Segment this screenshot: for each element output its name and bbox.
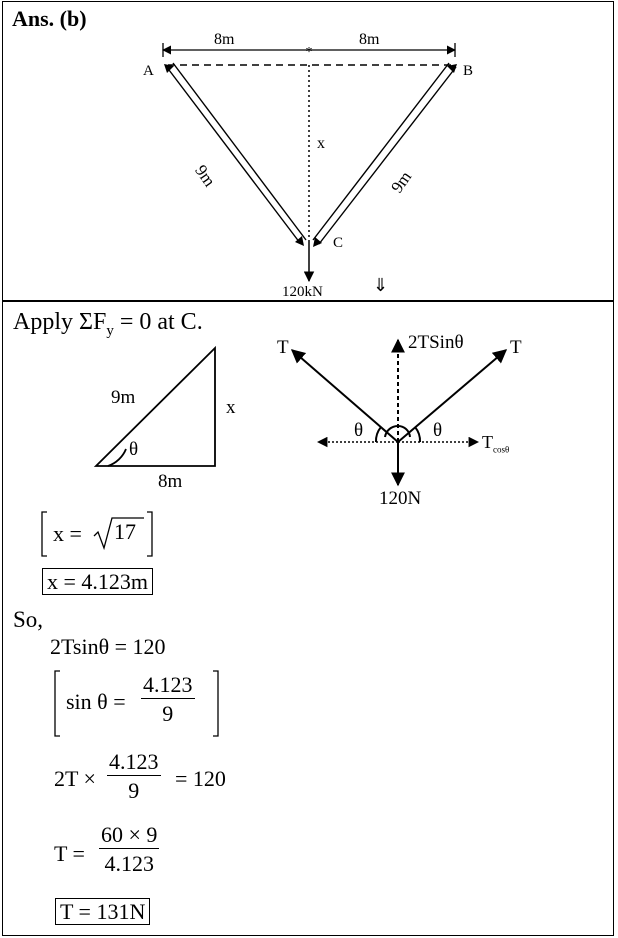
eq5-fraction: 4.123 9 [107, 751, 161, 802]
right-cable-member [312, 62, 457, 247]
triangle-vertical-label: x [226, 397, 236, 418]
eq3-text: 2Tsinθ = 120 [50, 634, 166, 659]
eq6-denominator: 4.123 [104, 851, 154, 876]
apply-equilibrium-text: Apply ΣFy = 0 at C. [13, 309, 203, 339]
triangle-hypotenuse-label: 9m [111, 387, 136, 408]
answer-heading: Ans. (b) [12, 6, 87, 31]
span-right-label: 8m [359, 31, 380, 48]
so-text: So, [13, 607, 44, 632]
eq4-numerator: 4.123 [141, 672, 195, 699]
eq6-fraction: 60 × 9 4.123 [99, 822, 160, 876]
solution-panel [2, 300, 614, 936]
svg-text:*: * [306, 45, 313, 60]
fbd-vertical-component-label: 2TSinθ [408, 332, 464, 353]
node-b-label: B [463, 63, 474, 79]
eq5-rhs: = 120 [175, 766, 226, 791]
fbd-horizontal-component-label: Tcosθ [482, 432, 510, 455]
eq1-lhs: x = [53, 521, 82, 546]
down-arrow-icon: ⇓ [373, 275, 389, 295]
fbd-theta-right-label: θ [433, 420, 443, 441]
sag-label: x [317, 135, 325, 152]
span-left-label: 8m [214, 31, 235, 48]
node-c-label: C [333, 235, 344, 251]
node-a-label: A [143, 63, 154, 79]
eq5-denominator: 9 [128, 778, 140, 803]
eq6-numerator: 60 × 9 [99, 822, 160, 849]
final-answer-boxed: T = 131N [55, 898, 151, 926]
fbd-tension-right-label: T [510, 337, 522, 358]
answer-panel [2, 1, 614, 302]
load-label: 120kN [282, 284, 323, 300]
eq1-radicand: 17 [114, 519, 136, 544]
triangle-angle-label: θ [129, 439, 139, 460]
eq5-numerator: 4.123 [107, 749, 161, 776]
eq2-boxed-result: x = 4.123m [42, 568, 154, 596]
fbd-tension-left-label: T [277, 337, 289, 358]
eq4-fraction: 4.123 9 [141, 674, 195, 725]
eq6-lhs: T = [54, 841, 85, 866]
fbd-theta-left-label: θ [354, 420, 364, 441]
triangle-base-label: 8m [158, 471, 183, 492]
eq4-denominator: 9 [162, 701, 174, 726]
left-cable-member [164, 62, 307, 246]
fbd-load-label: 120N [379, 488, 422, 509]
eq4-lhs: sin θ = [66, 689, 126, 714]
eq5-lhs: 2T × [54, 766, 96, 791]
